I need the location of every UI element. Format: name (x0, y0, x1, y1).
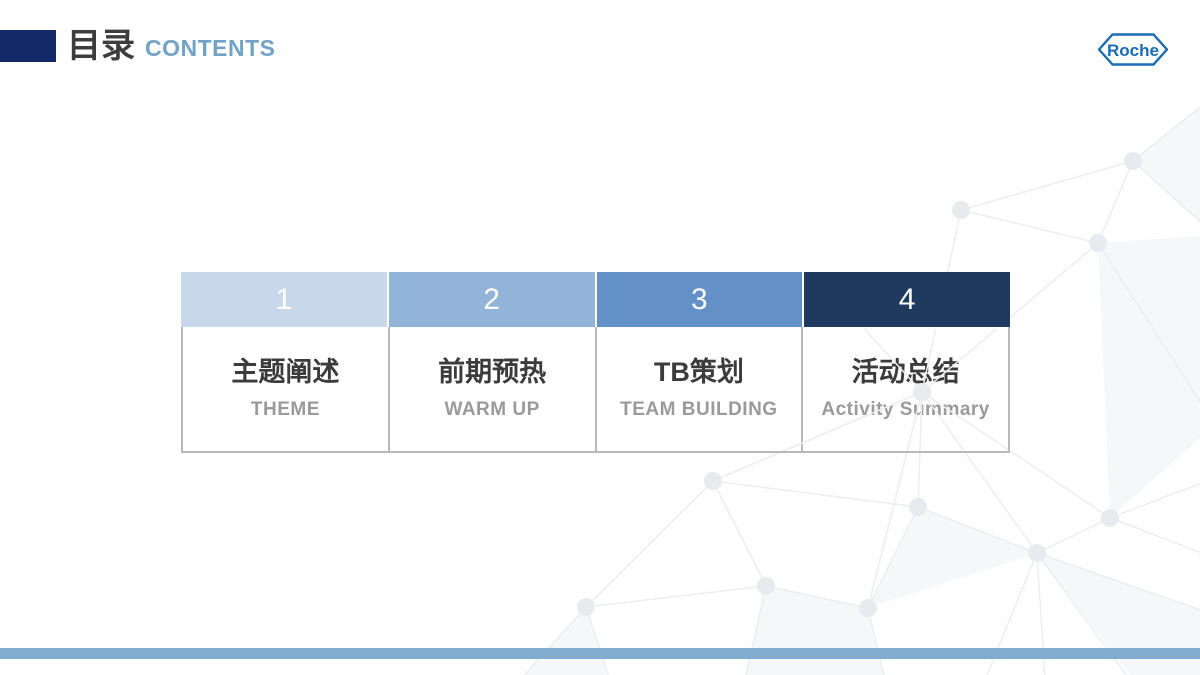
toc-header-row: 1 2 3 4 (181, 272, 1010, 327)
toc-body-row: 主题阐述 THEME 前期预热 WARM UP TB策划 TEAM BUILDI… (181, 327, 1010, 453)
toc-item-title-zh: 前期预热 (438, 357, 547, 387)
toc-item-title-en: WARM UP (444, 399, 540, 420)
toc-header-cell-4[interactable]: 4 (804, 272, 1010, 327)
toc-table: 1 2 3 4 主题阐述 THEME 前期预热 WARM UP TB策划 (181, 272, 1010, 453)
toc-header-cell-2[interactable]: 2 (388, 272, 595, 327)
toc-item-title-zh: 活动总结 (851, 357, 960, 387)
toc-item-number: 4 (898, 282, 916, 316)
toc-item-number: 2 (483, 282, 500, 316)
title-accent-block (0, 30, 56, 62)
toc-item-title-en: THEME (250, 399, 320, 420)
toc-header-cell-1[interactable]: 1 (181, 272, 387, 327)
roche-logo-icon: Roche (1098, 33, 1168, 66)
toc-item-title-zh: TB策划 (653, 357, 744, 387)
toc-item-warm-up[interactable]: 前期预热 WARM UP (387, 327, 595, 451)
toc-item-activity-summary[interactable]: 活动总结 Activity Summary (801, 327, 1008, 451)
toc-header-cell-3[interactable]: 3 (596, 272, 803, 327)
toc-item-title-zh: 主题阐述 (231, 357, 340, 387)
toc-item-theme[interactable]: 主题阐述 THEME (183, 327, 388, 451)
toc-item-title-en: Activity Summary (821, 399, 990, 420)
toc-item-number: 1 (275, 282, 293, 316)
footer-accent-bar (0, 648, 1200, 659)
page-subtitle: CONTENTS (145, 35, 276, 61)
slide-header: 目录 CONTENTS (0, 27, 276, 65)
toc-item-team-building[interactable]: TB策划 TEAM BUILDING (594, 327, 802, 451)
toc-item-title-en: TEAM BUILDING (620, 399, 778, 420)
roche-logo-text: Roche (1107, 41, 1159, 60)
page-title: 目录 (67, 27, 135, 65)
toc-item-number: 3 (691, 282, 708, 316)
